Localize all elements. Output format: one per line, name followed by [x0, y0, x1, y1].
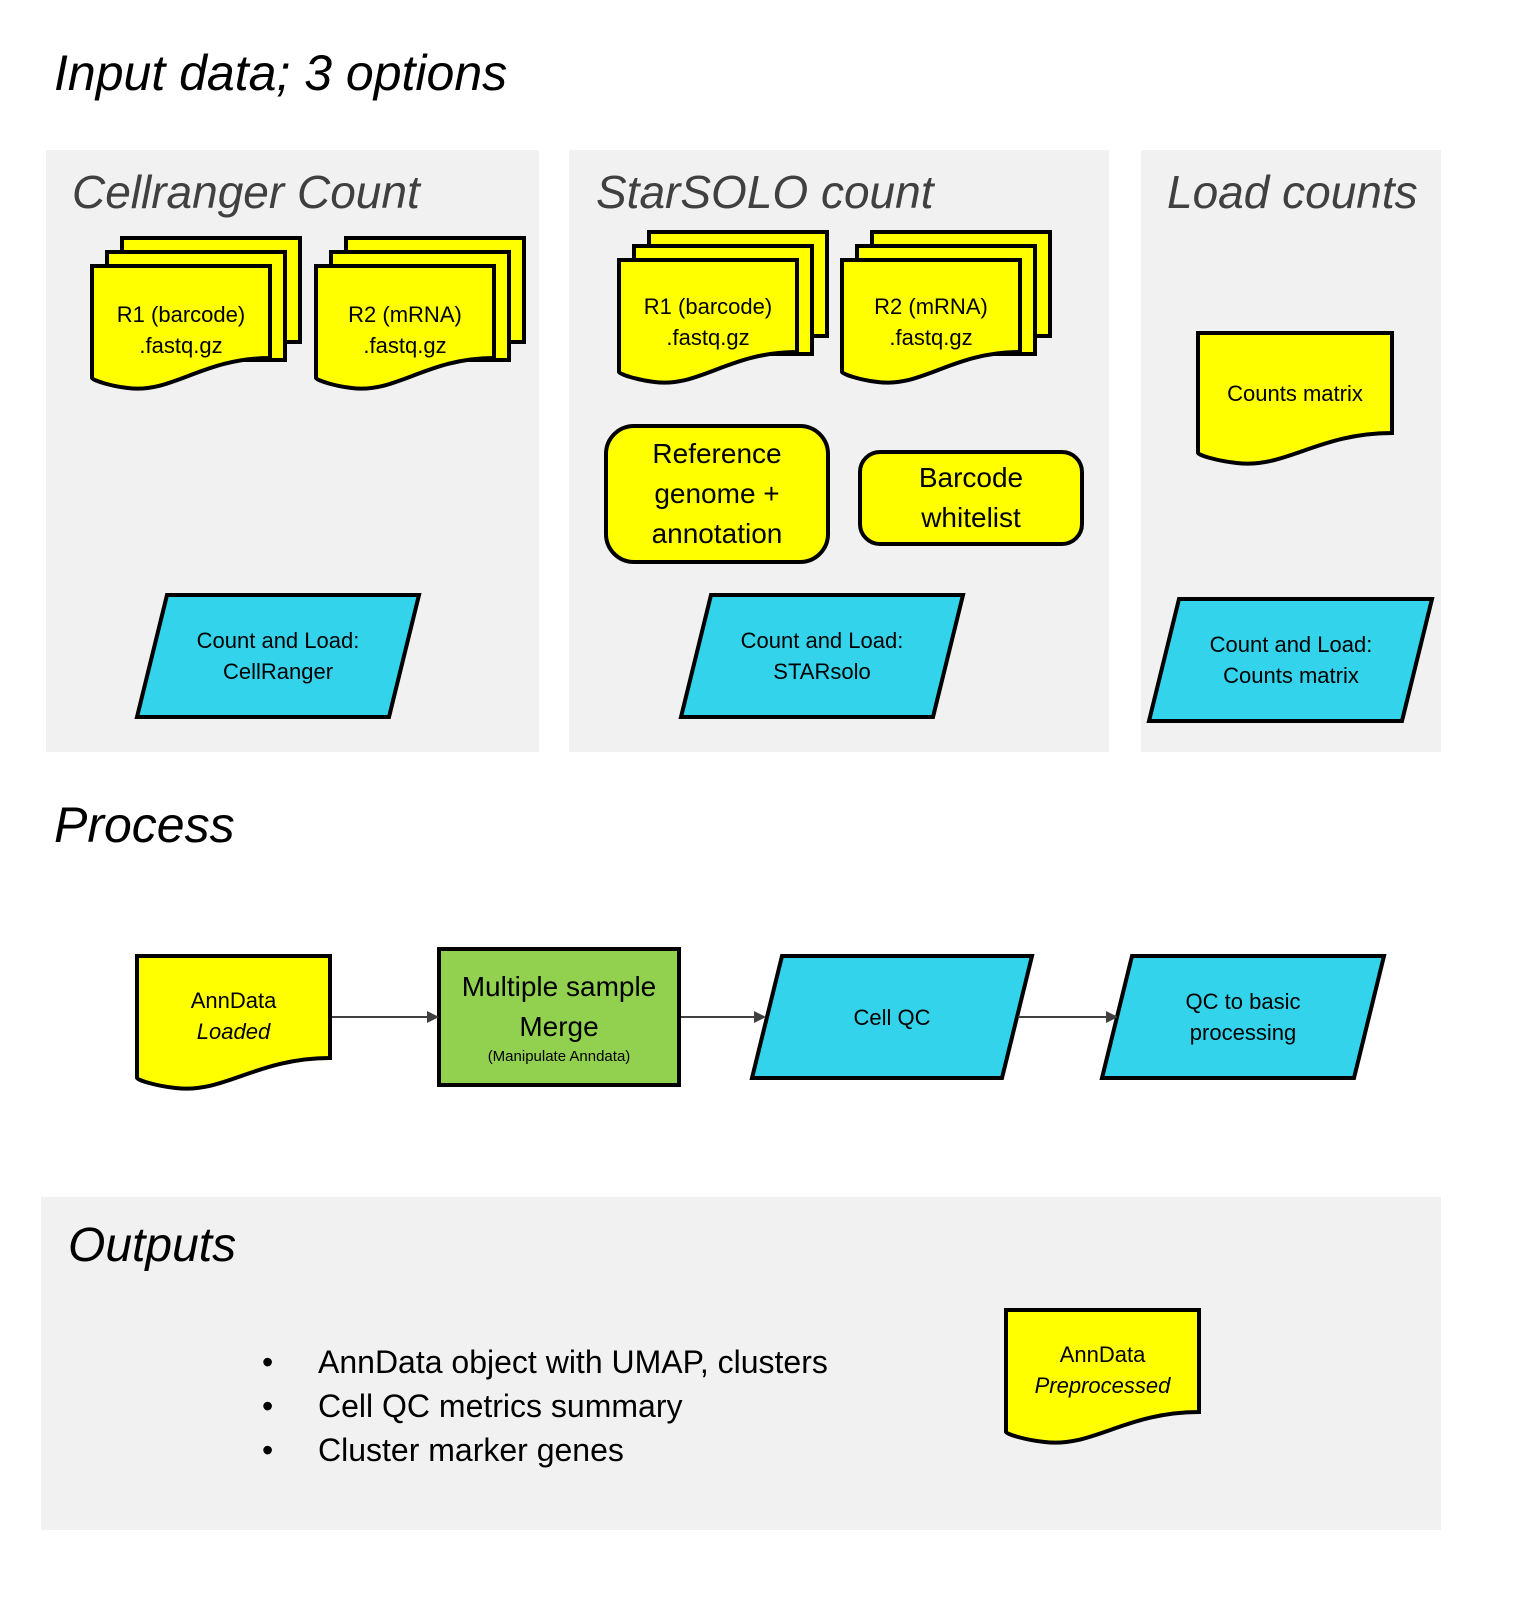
- node-label-line1: AnnData: [190, 988, 277, 1013]
- panel-title-cellranger: Cellranger Count: [72, 166, 420, 218]
- node-label-line2: processing: [1189, 1020, 1297, 1045]
- process-node-anndata-loaded: AnnData Loaded: [137, 968, 330, 1064]
- outputs-heading: Outputs: [68, 1219, 237, 1272]
- resource-line: genome +: [654, 478, 780, 509]
- file-r1-cellranger: R1 (barcode) .fastq.gz: [92, 290, 270, 370]
- document-label: Counts matrix: [1227, 380, 1363, 406]
- file-label-line1: R2 (mRNA): [348, 302, 462, 327]
- node-label-line2: Merge: [519, 1011, 599, 1042]
- panel-title-load-counts: Load counts: [1167, 166, 1418, 218]
- merge-shape: [437, 947, 681, 1087]
- output-item: Cell QC metrics summary: [262, 1384, 828, 1428]
- barcode-whitelist: Barcode whitelist: [860, 452, 1082, 544]
- anndata-preprocessed-shape: [1004, 1308, 1201, 1445]
- process-node-qc-basic-processing: QC to basic processing: [1102, 956, 1384, 1078]
- step-label-line2: CellRanger: [222, 659, 334, 684]
- anndata-loaded-shape: [135, 954, 332, 1091]
- panel-title-starsolo: StarSOLO count: [596, 166, 934, 218]
- step-label-line2: Counts matrix: [1223, 663, 1359, 688]
- cell-qc-shape: [749, 954, 1035, 1080]
- counts-matrix-document: Counts matrix: [1198, 340, 1392, 446]
- node-label-line1: Cell QC: [853, 1004, 931, 1030]
- barcode-whitelist-shape: [858, 450, 1084, 546]
- resource-line: annotation: [651, 518, 783, 549]
- file-label-line2: .fastq.gz: [139, 333, 223, 358]
- step-label-line1: Count and Load:: [196, 628, 360, 653]
- output-item: AnnData object with UMAP, clusters: [262, 1340, 828, 1384]
- node-label-line1: QC to basic: [1185, 989, 1301, 1014]
- file-label-line2: .fastq.gz: [889, 325, 973, 350]
- input-data-heading: Input data; 3 options: [54, 45, 508, 101]
- node-label-line1: Multiple sample: [461, 971, 657, 1002]
- step-count-load-counts-matrix: Count and Load: Counts matrix: [1150, 600, 1432, 720]
- resource-line: whitelist: [921, 502, 1021, 533]
- file-r1-starsolo: R1 (barcode) .fastq.gz: [619, 282, 797, 362]
- file-label-line1: R1 (barcode): [643, 294, 773, 319]
- step-count-load-cellranger: Count and Load: CellRanger: [138, 596, 418, 716]
- fastq-r1-cellranger-shape-sheet-front: [90, 264, 272, 391]
- fastq-r2-cellranger-shape-sheet-front: [314, 264, 496, 391]
- process-node-cell-qc: Cell QC: [752, 956, 1032, 1078]
- node-note: (Manipulate Anndata): [487, 1048, 631, 1065]
- resource-line: Reference: [652, 438, 782, 469]
- file-label-line2: .fastq.gz: [363, 333, 447, 358]
- file-r2-starsolo: R2 (mRNA) .fastq.gz: [842, 282, 1020, 362]
- file-label-line1: R2 (mRNA): [874, 294, 988, 319]
- fastq-r2-starsolo-shape-sheet-front: [840, 258, 1022, 385]
- outputs-list: AnnData object with UMAP, clusters Cell …: [262, 1340, 828, 1472]
- document-label-line2: Preprocessed: [1034, 1373, 1171, 1398]
- process-heading: Process: [54, 797, 235, 853]
- count-load-counts-matrix-shape: [1146, 597, 1435, 723]
- step-label-line2: STARsolo: [773, 659, 871, 684]
- count-load-cellranger-shape: [134, 593, 422, 719]
- output-anndata-preprocessed: AnnData Preprocessed: [1006, 1322, 1199, 1418]
- reference-genome-annotation: Reference genome + annotation: [606, 426, 828, 562]
- file-r2-cellranger: R2 (mRNA) .fastq.gz: [316, 290, 494, 370]
- count-load-starsolo-shape: [678, 593, 966, 719]
- fastq-r1-starsolo-shape-sheet-front: [617, 258, 799, 385]
- file-label-line2: .fastq.gz: [666, 325, 750, 350]
- counts-matrix-shape: [1196, 331, 1394, 466]
- process-node-merge: Multiple sample Merge (Manipulate Anndat…: [439, 950, 679, 1084]
- step-label-line1: Count and Load:: [1209, 632, 1373, 657]
- node-label-line2: Loaded: [196, 1019, 271, 1044]
- qc-basic-processing-shape: [1099, 954, 1387, 1080]
- output-item: Cluster marker genes: [262, 1428, 828, 1472]
- document-label-line1: AnnData: [1059, 1342, 1146, 1367]
- reference-genome-shape: [604, 424, 830, 564]
- step-label-line1: Count and Load:: [740, 628, 904, 653]
- step-count-load-starsolo: Count and Load: STARsolo: [682, 596, 962, 716]
- file-label-line1: R1 (barcode): [116, 302, 246, 327]
- resource-line: Barcode: [918, 462, 1024, 493]
